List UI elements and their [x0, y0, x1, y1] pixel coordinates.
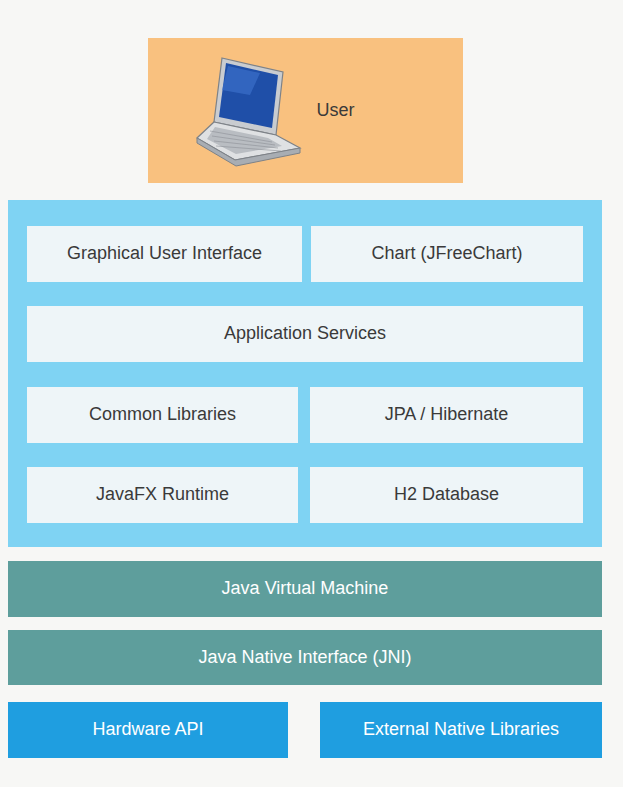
user-box: User [148, 38, 463, 183]
component-box: H2 Database [310, 467, 583, 523]
runtime-band: Java Native Interface (JNI) [8, 630, 602, 685]
box-label: JavaFX Runtime [96, 484, 229, 506]
keyboard-keys [210, 131, 281, 151]
runtime-band: Java Virtual Machine [8, 561, 602, 617]
box-label: Common Libraries [89, 404, 236, 426]
laptop-keyboard [207, 127, 282, 154]
platform-box: Hardware API [8, 702, 288, 758]
laptop-screen [219, 63, 278, 128]
key-row [210, 131, 272, 142]
laptop-edge [197, 138, 300, 166]
box-label: Graphical User Interface [67, 243, 262, 265]
box-label: User [316, 100, 354, 122]
laptop-icon [197, 58, 300, 166]
screen-glare [222, 66, 260, 95]
component-box: JavaFX Runtime [27, 467, 298, 523]
box-label: H2 Database [394, 484, 499, 506]
component-box: JPA / Hibernate [310, 387, 583, 443]
laptop-lid [214, 58, 283, 135]
key-row [216, 146, 281, 151]
key-row [214, 141, 278, 148]
laptop-base [197, 122, 300, 160]
box-label: Chart (JFreeChart) [371, 243, 522, 265]
box-label: Java Virtual Machine [222, 578, 389, 600]
box-label: JPA / Hibernate [385, 404, 509, 426]
component-box: Application Services [27, 306, 583, 362]
box-label: External Native Libraries [363, 719, 559, 741]
component-box: Common Libraries [27, 387, 298, 443]
key-row [212, 136, 275, 145]
box-label: Application Services [224, 323, 386, 345]
box-label: Java Native Interface (JNI) [198, 647, 411, 669]
component-box: Chart (JFreeChart) [311, 226, 583, 282]
platform-box: External Native Libraries [320, 702, 602, 758]
box-label: Hardware API [92, 719, 203, 741]
component-box: Graphical User Interface [27, 226, 302, 282]
